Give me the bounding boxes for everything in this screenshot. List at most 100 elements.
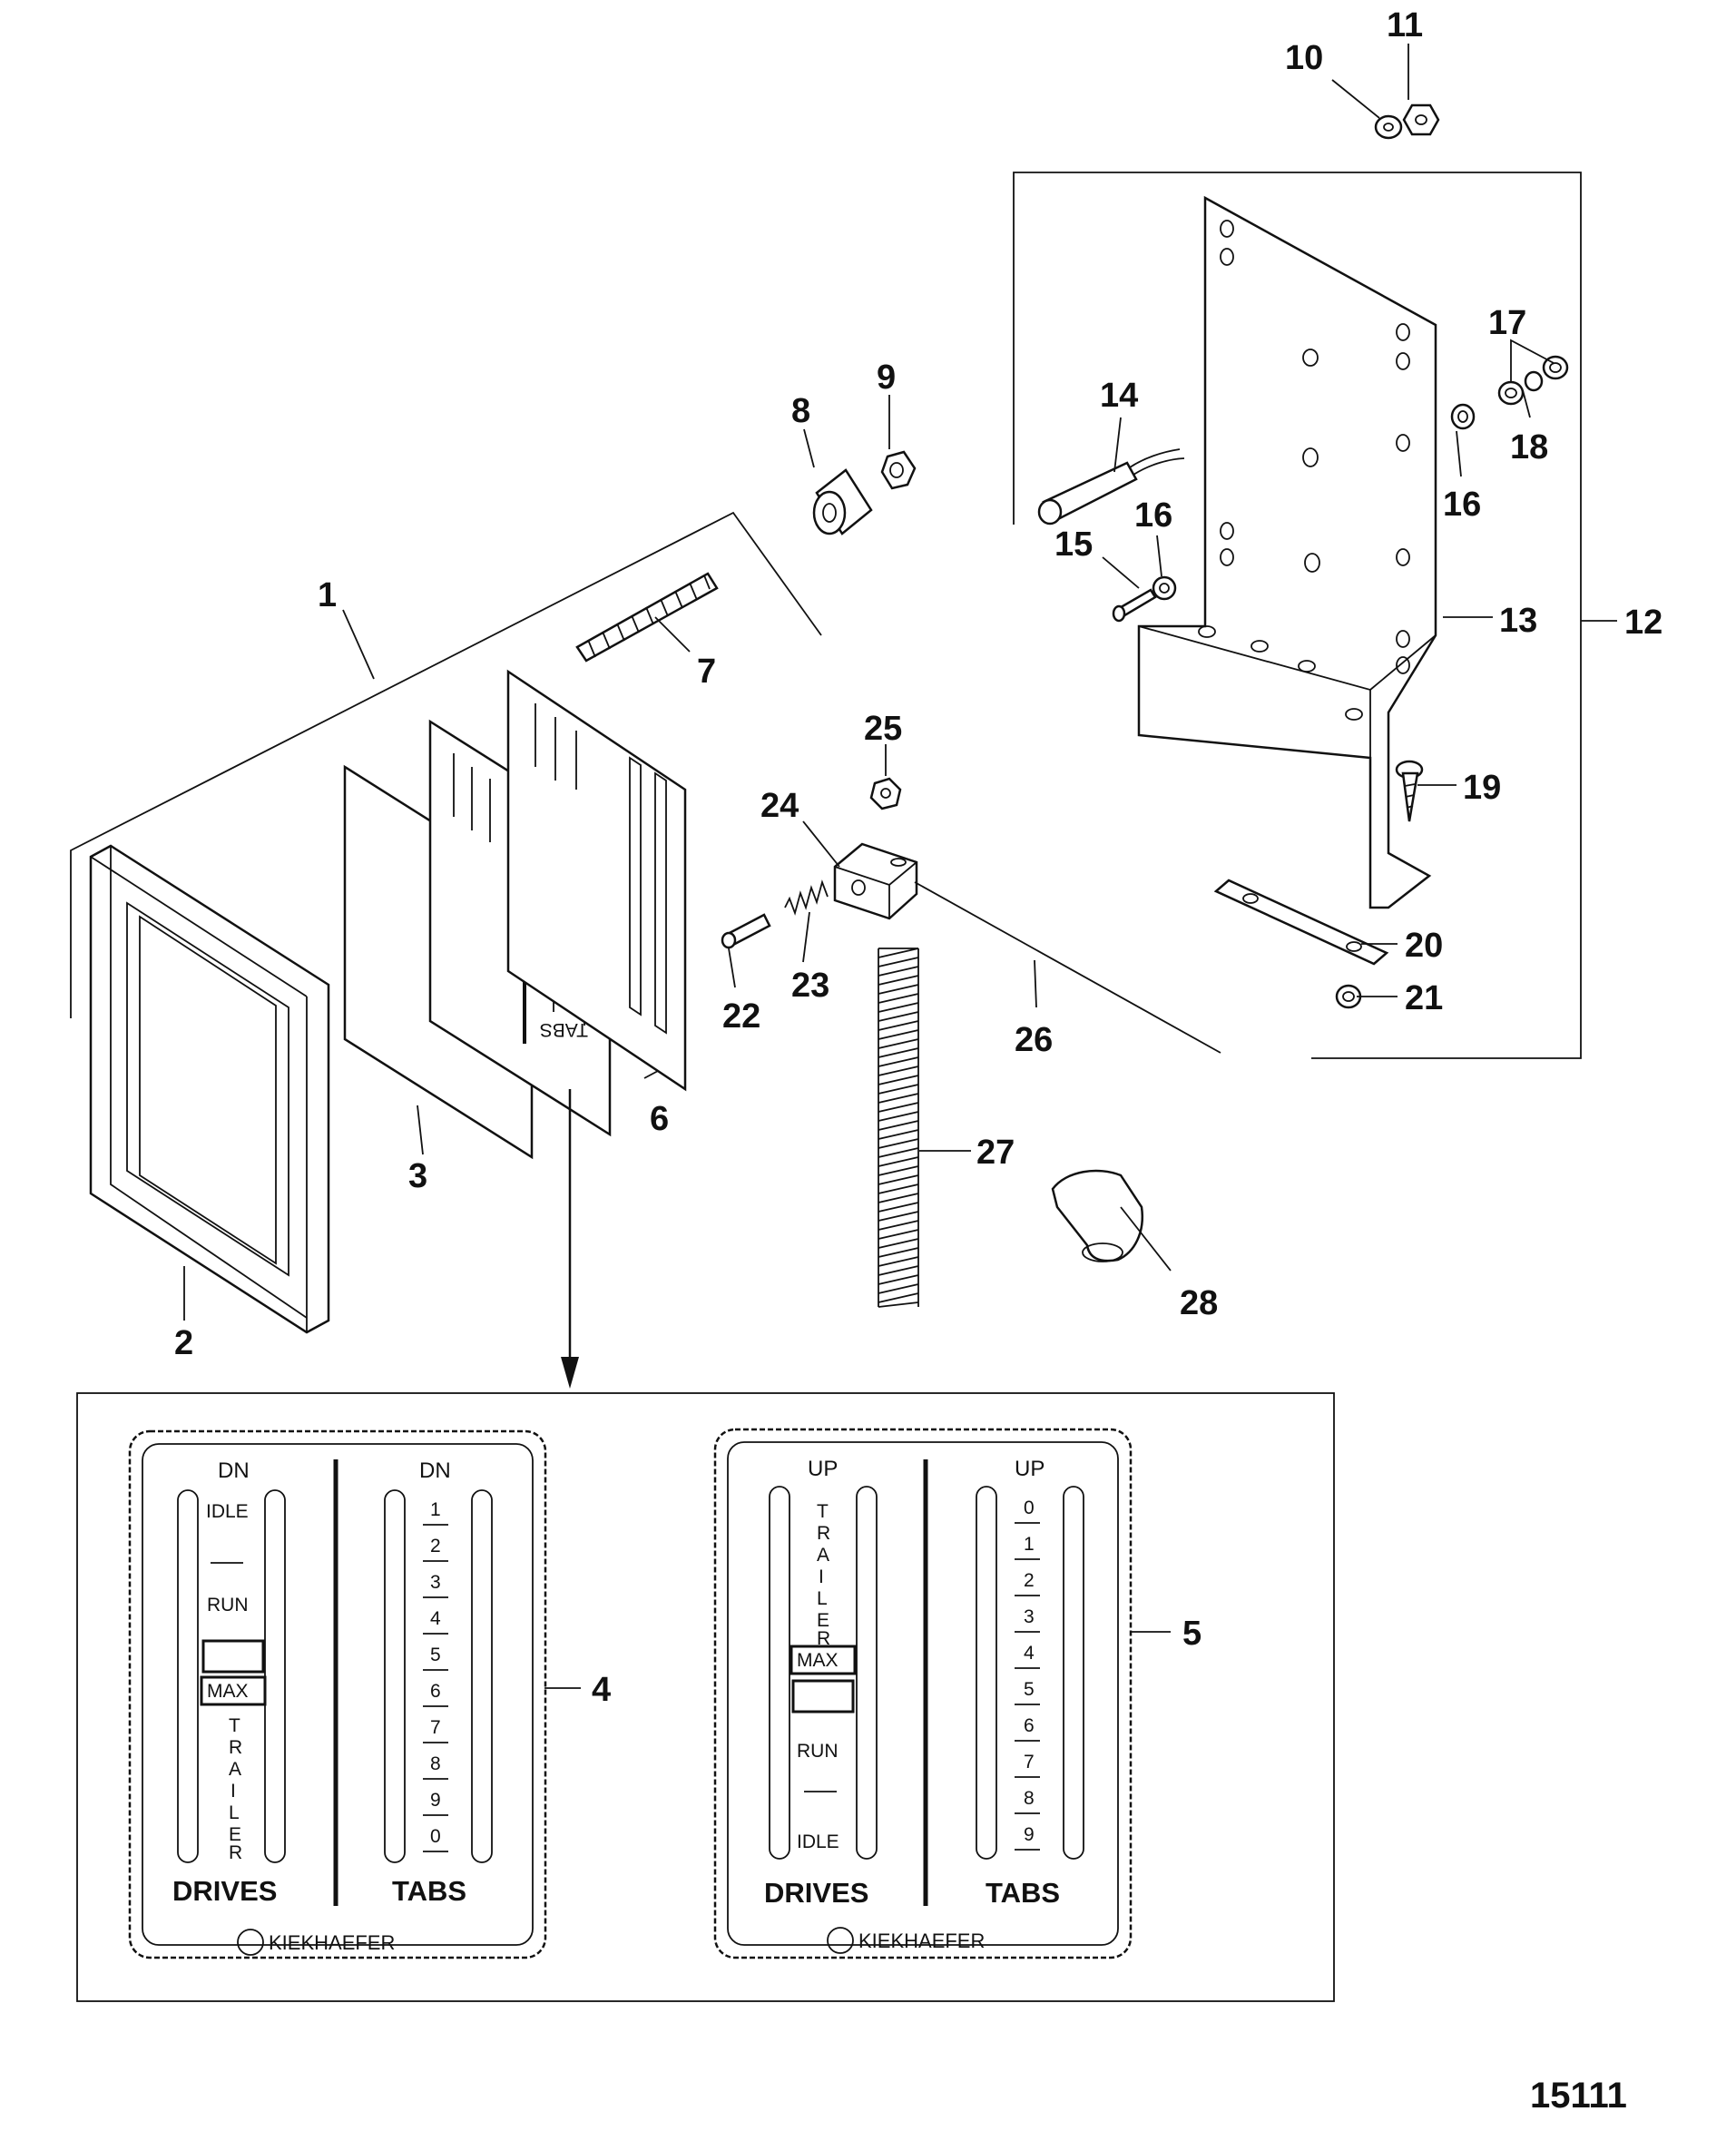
panel4-trailer-r2: R: [229, 1842, 242, 1863]
screw-15: [1112, 588, 1157, 623]
callout-15: 15: [1054, 525, 1093, 564]
panel5-tab-4: 4: [1024, 1643, 1035, 1664]
panel4-brand: KIEKHAEFER: [269, 1931, 395, 1954]
callout-5: 5: [1182, 1615, 1201, 1653]
panel4-top-left-label: DN: [218, 1458, 250, 1483]
panel4-tab-2: 2: [430, 1536, 441, 1557]
panel4-tabs-label: TABS: [392, 1875, 466, 1907]
nuts-17-washer-18: [1497, 355, 1569, 406]
panel4-tab-8: 8: [430, 1753, 441, 1774]
callout-26: 26: [1015, 1021, 1053, 1059]
cable-26: [914, 881, 1221, 1054]
panel4-trailer-e: E: [229, 1824, 241, 1845]
callout-12: 12: [1624, 604, 1662, 642]
kiekhaefer-logo-icon: [237, 1929, 264, 1956]
panel-4-down: DN DN IDLE RUN MAX T R A I L E R 1 2 3 4…: [128, 1429, 547, 1959]
panel4-tab-0: 0: [430, 1826, 441, 1847]
panel5-trailer-r2: R: [817, 1628, 830, 1649]
panel5-idle-label: IDLE: [797, 1831, 839, 1852]
panel5-tab-0: 0: [1024, 1498, 1035, 1518]
sensor-14: [1037, 448, 1185, 525]
panel4-tab-9: 9: [430, 1790, 441, 1811]
washer-16b: [1450, 403, 1476, 430]
callout-11: 11: [1387, 6, 1423, 44]
panel4-top-right-label: DN: [419, 1458, 451, 1483]
panel5-trailer-e: E: [817, 1610, 829, 1631]
threaded-stud-7: [575, 572, 719, 663]
callout-13: 13: [1499, 602, 1537, 640]
callout-2: 2: [174, 1324, 193, 1362]
panel5-tab-7: 7: [1024, 1752, 1035, 1773]
panel4-tab-1: 1: [430, 1499, 441, 1520]
panel4-trailer-a: A: [229, 1759, 241, 1780]
panel4-idle-label: IDLE: [206, 1501, 249, 1522]
panel4-trailer-l: L: [229, 1802, 240, 1823]
screw-19: [1395, 760, 1424, 822]
cable-block-24: [833, 842, 918, 920]
panel5-brand: KIEKHAEFER: [858, 1930, 985, 1952]
callout-20: 20: [1405, 927, 1443, 965]
panel5-top-right-label: UP: [1015, 1457, 1045, 1481]
backing-plate: [1213, 879, 1389, 966]
panel5-tab-1: 1: [1024, 1534, 1035, 1555]
elbow-28: [1051, 1169, 1144, 1262]
callout-16b: 16: [1443, 486, 1481, 524]
callout-4: 4: [592, 1671, 611, 1709]
panel5-tabs-label: TABS: [986, 1877, 1060, 1909]
callout-23: 23: [791, 967, 829, 1005]
callout-9: 9: [877, 358, 896, 397]
callout-1: 1: [318, 576, 337, 614]
figure-number: 15111: [1530, 2076, 1627, 2116]
panel-detail-box: [76, 1392, 1335, 2002]
panel5-trailer-r: R: [817, 1523, 830, 1544]
callout-3: 3: [408, 1157, 427, 1195]
callout-18: 18: [1510, 428, 1548, 466]
panel5-trailer-i: I: [819, 1566, 824, 1587]
kiekhaefer-logo-icon: [827, 1927, 854, 1954]
panel5-trailer-t: T: [817, 1501, 829, 1522]
long-spring-27: [878, 948, 919, 1308]
pin-22: [721, 913, 771, 949]
callout-21: 21: [1405, 979, 1443, 1017]
panel4-tab-6: 6: [430, 1681, 441, 1702]
panel5-tab-9: 9: [1024, 1824, 1035, 1845]
panel-5-up: UP UP T R A I L E R MAX RUN IDLE 0 1 2 3…: [713, 1428, 1133, 1959]
panel4-drives-label: DRIVES: [172, 1875, 277, 1907]
callout-27: 27: [976, 1134, 1015, 1172]
callout-7: 7: [697, 653, 716, 691]
callout-10: 10: [1285, 39, 1323, 77]
nut-9: [880, 450, 917, 490]
callout-24: 24: [760, 787, 799, 825]
callout-22: 22: [722, 997, 760, 1036]
spring-23: [784, 879, 829, 916]
callout-28: 28: [1180, 1284, 1218, 1322]
panel4-trailer-t: T: [229, 1715, 240, 1736]
back-panel-6: [506, 669, 687, 1092]
nut-25: [869, 777, 902, 810]
panel4-tab-4: 4: [430, 1608, 441, 1629]
callout-leaders: [183, 44, 1617, 1689]
panel5-run-label: RUN: [797, 1741, 839, 1762]
panel5-top-left-label: UP: [808, 1457, 838, 1481]
spacer-8: [812, 468, 873, 535]
bezel-frame-2: [89, 844, 330, 1334]
panel4-tab-5: 5: [430, 1645, 441, 1665]
pointer-arrow: [561, 1089, 579, 1389]
mounting-bracket: [1137, 195, 1437, 909]
panel4-tab-scale: 1 2 3 4 5 6 7 8 9 0: [423, 1499, 448, 1852]
panel4-tab-3: 3: [430, 1572, 441, 1593]
panel5-tab-6: 6: [1024, 1715, 1035, 1736]
small-panel-tabs-label: TABS: [540, 1019, 588, 1040]
panel5-trailer-a: A: [817, 1545, 829, 1566]
callout-numbers: 1 2 3 4 5 6 7 8 9 10 11 12 13 14 15 16 1…: [174, 6, 1662, 1709]
washer-16a: [1152, 575, 1177, 601]
bracket-assembly-box: [1013, 172, 1582, 1059]
panel5-tab-2: 2: [1024, 1570, 1035, 1591]
panel5-tab-3: 3: [1024, 1606, 1035, 1627]
callout-25: 25: [864, 710, 902, 748]
panel5-trailer-l: L: [817, 1588, 828, 1609]
panel4-trailer-i: I: [230, 1781, 236, 1802]
callout-8: 8: [791, 392, 810, 430]
callout-17: 17: [1488, 304, 1526, 342]
housing-assembly-outline: [70, 511, 822, 1018]
